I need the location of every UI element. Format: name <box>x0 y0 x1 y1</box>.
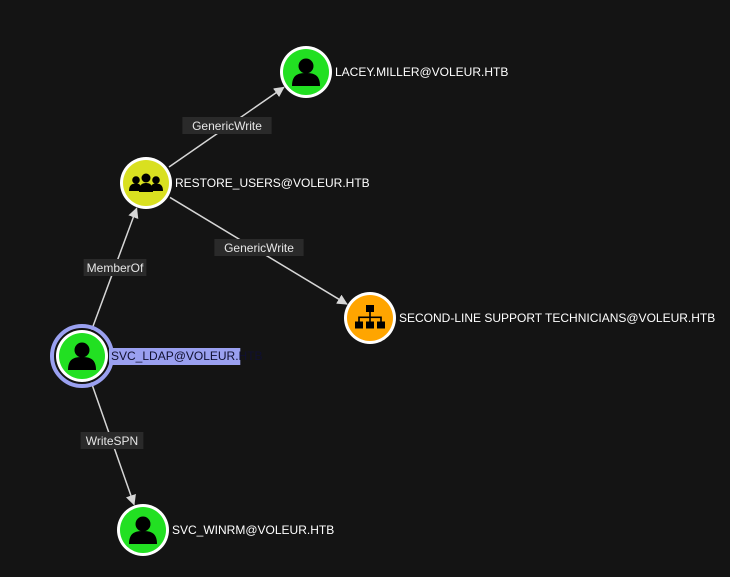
node-svcldap[interactable]: SVC_LDAP@VOLEUR.HTB <box>50 324 263 388</box>
edge-label-background <box>182 117 272 134</box>
node-label[interactable]: SVC_LDAP@VOLEUR.HTB <box>111 349 263 363</box>
user-icon <box>292 58 320 86</box>
edge-label-background <box>83 259 147 276</box>
nodes-layer: LACEY.MILLER@VOLEUR.HTB RESTORE_USERS@VOL… <box>50 46 715 556</box>
node-label[interactable]: RESTORE_USERS@VOLEUR.HTB <box>175 176 370 190</box>
node-restore[interactable]: RESTORE_USERS@VOLEUR.HTB <box>120 157 370 209</box>
edge-svcldap-restore[interactable]: MemberOf <box>83 207 147 330</box>
user-icon <box>129 516 157 544</box>
edge-label[interactable]: GenericWrite <box>192 119 262 133</box>
edge-restore-second[interactable]: GenericWrite <box>169 196 348 305</box>
edge-label-background <box>214 239 304 256</box>
user-head <box>74 342 90 358</box>
node-svcwinrm[interactable]: SVC_WINRM@VOLEUR.HTB <box>117 504 334 556</box>
node-label[interactable]: SVC_WINRM@VOLEUR.HTB <box>172 523 334 537</box>
node-lacey[interactable]: LACEY.MILLER@VOLEUR.HTB <box>280 46 508 98</box>
user-head <box>135 516 151 532</box>
edge-label[interactable]: GenericWrite <box>224 241 294 255</box>
user-body <box>129 531 157 544</box>
edge-label-background <box>80 432 144 449</box>
node-label-highlight <box>109 348 241 365</box>
node-label[interactable]: LACEY.MILLER@VOLEUR.HTB <box>335 65 508 79</box>
user-body <box>292 73 320 86</box>
user-body <box>68 357 96 370</box>
user-icon <box>68 342 96 370</box>
edge-label[interactable]: WriteSPN <box>86 434 138 448</box>
node-second[interactable]: SECOND-LINE SUPPORT TECHNICIANS@VOLEUR.H… <box>344 292 715 344</box>
edge-label[interactable]: MemberOf <box>87 261 144 275</box>
node-label[interactable]: SECOND-LINE SUPPORT TECHNICIANS@VOLEUR.H… <box>399 311 715 325</box>
edge-svcldap-svcwinrm[interactable]: WriteSPN <box>80 382 144 506</box>
org-chart-icon <box>355 305 385 329</box>
edge-restore-lacey[interactable]: GenericWrite <box>168 86 285 168</box>
group-icon <box>129 173 163 192</box>
user-head <box>298 58 314 74</box>
